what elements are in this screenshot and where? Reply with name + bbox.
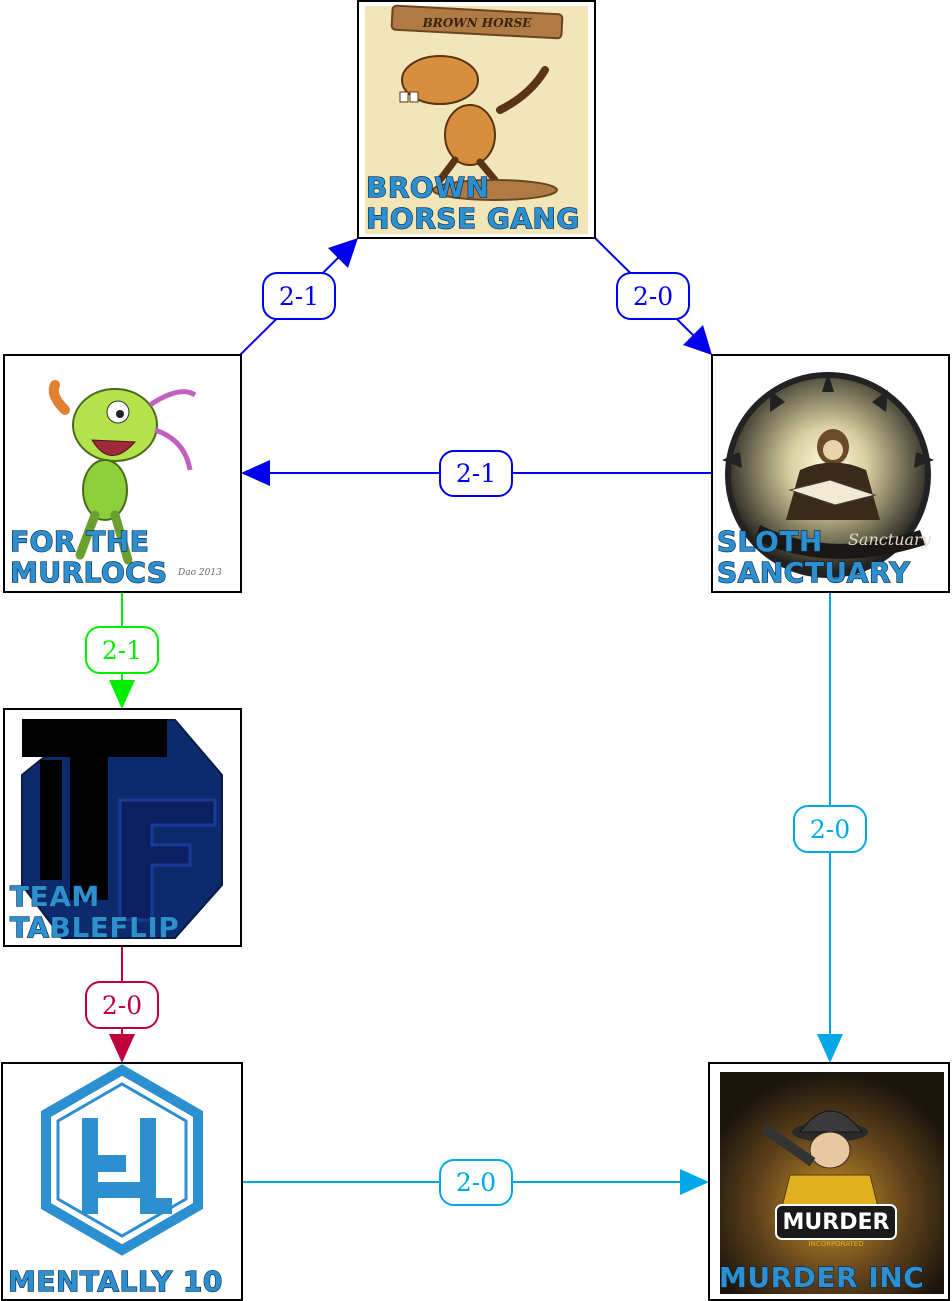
- edge-score-mentally-murder: 2-0: [456, 1168, 496, 1197]
- tableflip-label-line2: TABLEFLIP: [10, 911, 179, 944]
- murlocs-label-line2: MURLOCS: [10, 556, 168, 589]
- edge-brown-horse-to-sloth: 2-0: [594, 237, 712, 355]
- node-mentally-10[interactable]: MENTALLY 10: [1, 1062, 243, 1301]
- murder-label-line1: MURDER INC: [719, 1261, 924, 1294]
- edge-score-murlocs-tableflip: 2-1: [102, 636, 142, 665]
- edge-sloth-to-murder: 2-0: [793, 592, 867, 1063]
- murloc-artist-signature: Dao 2013: [177, 568, 222, 578]
- edges: 2-1 2-0 2-1 2-1 2-0: [85, 237, 867, 1206]
- sloth-banner-text: Sanctuary: [848, 530, 932, 549]
- tableflip-logo: [21, 719, 223, 939]
- node-team-tableflip[interactable]: TEAM TABLEFLIP: [3, 708, 242, 947]
- edge-score-murlocs-brown-horse: 2-1: [279, 282, 319, 311]
- edge-score-sloth-murder: 2-0: [810, 815, 850, 844]
- node-for-the-murlocs[interactable]: Dao 2013 FOR THE MURLOCS: [3, 354, 242, 593]
- tableflip-label-line1: TEAM: [10, 880, 100, 913]
- node-sloth-sanctuary[interactable]: Sanctuary SLOTH SANCTUARY: [711, 354, 950, 593]
- mentally-logo: [41, 1064, 203, 1256]
- edge-tableflip-to-mentally: 2-0: [85, 946, 159, 1063]
- murloc-logo: Dao 2013: [48, 380, 222, 578]
- edge-murlocs-to-brown-horse: 2-1: [239, 238, 358, 356]
- edge-score-sloth-murlocs: 2-1: [456, 459, 496, 488]
- mentally-label-line1: MENTALLY 10: [8, 1265, 223, 1298]
- brown-horse-label-line2: HORSE GANG: [366, 202, 580, 235]
- murlocs-label-line1: FOR THE: [10, 525, 149, 558]
- murder-logo-sub-text: INCORPORATED: [808, 1240, 863, 1248]
- murder-logo-main-text: MURDER: [783, 1210, 890, 1235]
- brown-horse-sign-text: BROWN HORSE: [422, 16, 533, 30]
- edge-score-tableflip-mentally: 2-0: [102, 991, 142, 1020]
- node-murder-inc[interactable]: MURDER INCORPORATED MURDER INC: [708, 1062, 950, 1301]
- edge-score-brown-horse-sloth: 2-0: [633, 282, 673, 311]
- murder-logo: MURDER INCORPORATED: [760, 1110, 897, 1248]
- edge-sloth-to-murlocs: 2-1: [241, 450, 712, 497]
- sloth-logo: Sanctuary: [722, 372, 934, 578]
- sloth-label-line1: SLOTH: [717, 525, 823, 558]
- node-brown-horse-gang[interactable]: BROWN HORSE BROWN HORSE GANG: [357, 0, 596, 239]
- edge-murlocs-to-tableflip: 2-1: [85, 592, 159, 709]
- brown-horse-label-line1: BROWN: [366, 171, 490, 204]
- sloth-label-line2: SANCTUARY: [717, 556, 910, 589]
- edge-mentally-to-murder: 2-0: [242, 1159, 709, 1206]
- brown-horse-logo: BROWN HORSE: [390, 4, 564, 201]
